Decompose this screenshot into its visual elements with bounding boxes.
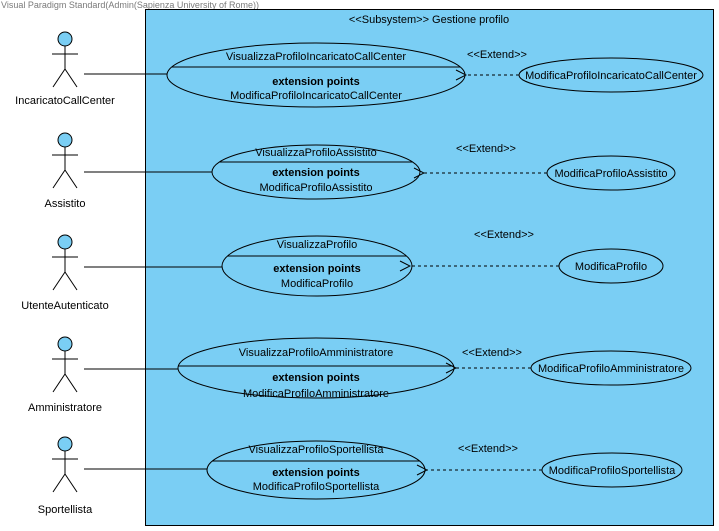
extension-points-label: extension points xyxy=(272,167,359,179)
actor-left-leg xyxy=(52,169,66,189)
extension-point-name: ModificaProfiloAmministratore xyxy=(243,388,389,400)
extending-use-case-name: ModificaProfilo xyxy=(575,261,647,273)
extension-points-label: extension points xyxy=(273,263,360,275)
actor-head xyxy=(57,132,73,148)
use-case-name: VisualizzaProfiloSportellista xyxy=(249,444,385,456)
use-case[interactable]: VisualizzaProfiloSportellista extension p… xyxy=(206,440,426,500)
extension-point-name: ModificaProfiloAssistito xyxy=(259,182,372,194)
actor-left-leg xyxy=(52,68,66,88)
actor[interactable]: Amministratore xyxy=(28,336,102,414)
extending-use-case[interactable]: ModificaProfiloAssistito xyxy=(546,155,676,191)
extending-use-case-name: ModificaProfiloAmministratore xyxy=(538,363,684,375)
actor-label: Sportellista xyxy=(38,504,93,516)
actor-right-leg xyxy=(64,68,78,88)
watermark-text: Visual Paradigm Standard(Admin(Sapienza … xyxy=(1,0,259,10)
actor-head xyxy=(57,31,73,47)
use-case[interactable]: VisualizzaProfilo extension pointsModific… xyxy=(221,235,413,297)
subsystem-title: <<Subsystem>> Gestione profilo xyxy=(349,14,509,26)
actor-left-leg xyxy=(52,373,66,393)
extend-stereotype-label: <<Extend>> xyxy=(467,49,527,61)
diagram-row: Assistito VisualizzaProfiloAssistito exten… xyxy=(45,132,676,210)
extending-use-case[interactable]: ModificaProfiloIncaricatoCallCenter xyxy=(518,57,704,93)
extend-stereotype-label: <<Extend>> xyxy=(462,347,522,359)
use-case-name: VisualizzaProfiloAmministratore xyxy=(239,347,393,359)
actor-left-leg xyxy=(52,473,66,493)
actor[interactable]: IncaricatoCallCenter xyxy=(15,31,115,107)
extending-use-case[interactable]: ModificaProfiloSportellista xyxy=(541,452,683,488)
actor-head xyxy=(57,336,73,352)
actor[interactable]: Sportellista xyxy=(38,436,93,516)
extension-points-label: extension points xyxy=(272,76,359,88)
actor[interactable]: Assistito xyxy=(45,132,86,210)
diagram-row: IncaricatoCallCenter VisualizzaProfiloInc… xyxy=(15,31,704,108)
extension-point-name: ModificaProfiloSportellista xyxy=(253,481,380,493)
extending-use-case[interactable]: ModificaProfilo xyxy=(558,248,664,284)
actor-right-leg xyxy=(64,169,78,189)
actor-head xyxy=(57,436,73,452)
use-case-name: VisualizzaProfilo xyxy=(277,239,358,251)
diagram-row: Amministratore VisualizzaProfiloAmministr… xyxy=(28,336,692,414)
actor[interactable]: UtenteAutenticato xyxy=(21,234,109,312)
extension-points-label: extension points xyxy=(272,372,359,384)
actor-label: IncaricatoCallCenter xyxy=(15,95,115,107)
use-case[interactable]: VisualizzaProfiloAmministratore extension… xyxy=(177,337,455,400)
extend-stereotype-label: <<Extend>> xyxy=(456,143,516,155)
actor-head xyxy=(57,234,73,250)
use-case[interactable]: VisualizzaProfiloAssistito extension poin… xyxy=(211,144,421,200)
extending-use-case[interactable]: ModificaProfiloAmministratore xyxy=(530,350,692,386)
use-case[interactable]: VisualizzaProfiloIncaricatoCallCenter ext… xyxy=(166,42,466,108)
use-case-name: VisualizzaProfiloAssistito xyxy=(255,147,376,159)
extending-use-case-name: ModificaProfiloAssistito xyxy=(554,168,667,180)
actor-right-leg xyxy=(64,271,78,291)
diagram-row: UtenteAutenticato VisualizzaProfilo extens… xyxy=(21,229,664,312)
actor-label: Assistito xyxy=(45,198,86,210)
extension-point-name: ModificaProfiloIncaricatoCallCenter xyxy=(230,90,402,102)
extension-points-label: extension points xyxy=(272,467,359,479)
actor-right-leg xyxy=(64,373,78,393)
extending-use-case-name: ModificaProfiloSportellista xyxy=(549,465,676,477)
extend-stereotype-label: <<Extend>> xyxy=(474,229,534,241)
actor-label: UtenteAutenticato xyxy=(21,300,108,312)
extension-point-name: ModificaProfilo xyxy=(281,278,353,290)
actor-right-leg xyxy=(64,473,78,493)
actor-label: Amministratore xyxy=(28,402,102,414)
diagram-row: Sportellista VisualizzaProfiloSportellist… xyxy=(38,436,683,516)
extending-use-case-name: ModificaProfiloIncaricatoCallCenter xyxy=(525,70,697,82)
extend-stereotype-label: <<Extend>> xyxy=(458,443,518,455)
actor-left-leg xyxy=(52,271,66,291)
use-case-name: VisualizzaProfiloIncaricatoCallCenter xyxy=(226,51,406,63)
